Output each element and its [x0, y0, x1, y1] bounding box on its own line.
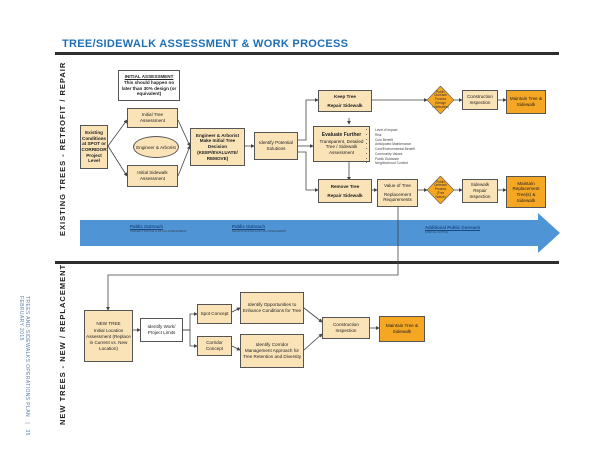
- identify-corridor-approach-box: Identify Corridor Management Approach fo…: [240, 334, 304, 368]
- keep-tree-repair-sidewalk-label: Repair Sidewalk: [327, 102, 363, 108]
- corridor-concept-box: Corridor Concept: [197, 336, 232, 356]
- outreach-head-2: Public Outreach: [232, 224, 265, 229]
- new-tree-box: NEW TREE Initial Location Assessment (Re…: [84, 310, 133, 362]
- title-rule: [55, 52, 559, 55]
- existing-conditions-box: Existing Conditions at SPOT or CORRIDOR …: [80, 125, 108, 169]
- engineer-arborist-ellipse: Engineer & Arborist: [133, 136, 179, 158]
- evaluation-criteria-list: Level of Impact Risk Cost Benefit Antici…: [370, 128, 415, 166]
- evaluate-further-box: Evaluate Further Transparent, Detailed T…: [313, 126, 370, 162]
- keep-tree-box: Keep Tree Repair Sidewalk: [318, 90, 372, 112]
- section-divider: [55, 261, 559, 264]
- public-outreach-arrow: [80, 213, 560, 253]
- outreach-label-3: Additional Public Outreach SPECIAL NOTIC…: [425, 225, 481, 234]
- maintain-replacement-box: Maintain Replacement Tree(s) & Sidewalk: [506, 176, 546, 208]
- outreach-head-1: Public Outreach: [130, 224, 163, 229]
- criteria-item: Anticipated Maintenance: [375, 142, 415, 147]
- criteria-item: Cost/Environmental Benefit: [375, 147, 415, 152]
- outreach-head-3: Additional Public Outreach: [425, 225, 481, 230]
- initial-tree-assessment-box: Initial Tree Assessment: [127, 108, 178, 128]
- outreach-sub-2: DESIGN NOTICE & INITIAL ASSESSMENT: [232, 228, 287, 233]
- outreach-label-2: Public Outreach DESIGN NOTICE & INITIAL …: [232, 224, 287, 233]
- remove-tree-label: Remove Tree: [330, 183, 360, 189]
- initial-sidewalk-assessment-box: Initial Sidewalk Assessment: [127, 165, 178, 187]
- criteria-item: Level of Impact: [375, 128, 415, 133]
- identify-work-limits-box: Identify Work/ Project Limits: [140, 318, 183, 342]
- tree-notice-label: Public Outreach Process (Tree Notice): [433, 179, 448, 199]
- initial-assessment-text: This should happen no later than 30% des…: [121, 79, 177, 97]
- evaluate-further-text: Transparent, Detailed Tree / Sidewalk As…: [319, 138, 364, 155]
- criteria-item: Community Values: [375, 152, 415, 157]
- maintain-tree-sidewalk-box: Maintain Tree & Sidewalk: [506, 90, 546, 114]
- criteria-item: Cost Benefit: [375, 138, 415, 143]
- value-of-tree-label: Value of Tree: [384, 182, 411, 188]
- evaluate-further-heading: Evaluate Further: [321, 132, 362, 139]
- spot-concept-box: Spot Concept: [197, 304, 232, 324]
- sidewalk-repair-inspection-box: Sidewalk Repair Inspection: [462, 179, 498, 203]
- diamond-shape: [427, 86, 454, 114]
- page-title: TREE/SIDEWALK ASSESSMENT & WORK PROCESS: [62, 38, 349, 50]
- outreach-sub-1: PROJECT NOTICE & INITIAL ASSESSMENT: [130, 228, 187, 233]
- remove-tree-box: Remove Tree Repair Sidewalk: [318, 179, 372, 203]
- tree-notice-diamond: Public Outreach Process (Tree Notice): [427, 176, 454, 204]
- identify-potential-solutions-box: Identify Potential Solutions: [254, 132, 298, 160]
- design-notification-diamond: Public Outreach Process (Design Notifica…: [427, 86, 454, 114]
- new-construction-inspection-box: Construction Inspection: [322, 317, 370, 339]
- initial-assessment-note: INITIAL ASSESSMENT This should happen no…: [118, 70, 180, 101]
- keep-tree-label: Keep Tree: [334, 93, 356, 99]
- value-of-tree-box: Value of Tree Replacement Requirements: [377, 179, 418, 207]
- new-tree-label: NEW TREE: [96, 320, 121, 326]
- initial-location-label: Initial Location Assessment (Replace in …: [86, 328, 131, 351]
- initial-tree-decision-box: Engineer & Arborist Make Initial Tree De…: [190, 128, 245, 166]
- outreach-label-1: Public Outreach PROJECT NOTICE & INITIAL…: [130, 224, 187, 233]
- remove-tree-repair-sidewalk-label: Repair Sidewalk: [327, 192, 363, 198]
- design-notification-label: Public Outreach Process (Design Notifica…: [432, 89, 450, 109]
- construction-inspection-box: Construction Inspection: [462, 90, 498, 110]
- diamond-shape: [427, 176, 454, 204]
- criteria-item: Risk: [375, 133, 415, 138]
- identify-opportunities-box: Identify Opportunities to Enhance Condit…: [240, 292, 304, 324]
- criteria-item: Neighborhood Context: [375, 161, 415, 166]
- new-maintain-tree-sidewalk-box: Maintain Tree & Sidewalk: [379, 316, 425, 342]
- initial-assessment-heading: INITIAL ASSESSMENT: [124, 74, 174, 80]
- criteria-item: Public Guidance: [375, 157, 415, 162]
- outreach-sub-3: SPECIAL NOTICE: [425, 229, 449, 234]
- replacement-requirements-label: Replacement Requirements: [383, 191, 412, 203]
